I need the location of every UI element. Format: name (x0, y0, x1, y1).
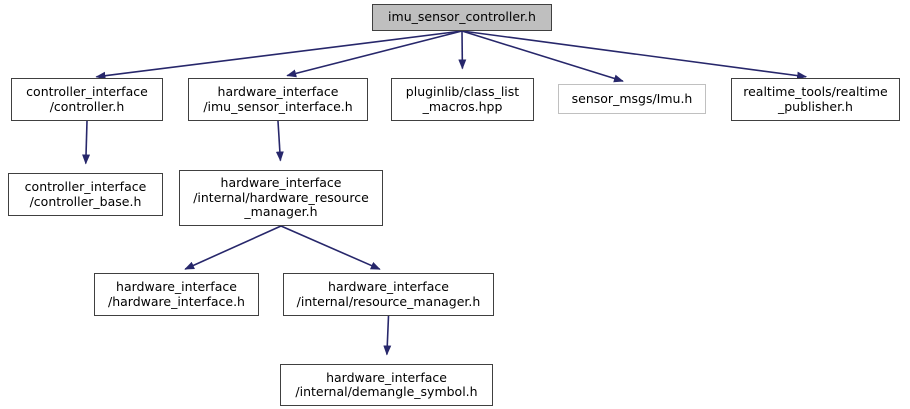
graph-node-label: hardware_interface /hardware_interface.h (108, 279, 245, 309)
graph-node-hardware_interface_h[interactable]: hardware_interface /hardware_interface.h (94, 273, 259, 316)
graph-edge-root-to-realtime_publisher (461, 30, 808, 80)
graph-node-label: sensor_msgs/Imu.h (571, 90, 693, 106)
graph-node-label: pluginlib/class_list _macros.hpp (405, 84, 520, 114)
graph-edge-imu_sensor_interface-to-hardware_resource_manager (275, 120, 284, 162)
graph-node-controller[interactable]: controller_interface /controller.h (11, 78, 163, 121)
graph-edge-controller-to-controller_base (82, 120, 91, 165)
graph-node-label: hardware_interface /internal/hardware_re… (193, 175, 369, 220)
graph-edge-root-to-sensor_msgs_imu (461, 30, 624, 83)
graph-node-label: hardware_interface /internal/demangle_sy… (295, 369, 478, 399)
graph-node-controller_base[interactable]: controller_interface /controller_base.h (8, 173, 163, 216)
graph-node-label: controller_interface /controller_base.h (24, 179, 147, 209)
graph-node-realtime_publisher[interactable]: realtime_tools/realtime _publisher.h (731, 78, 900, 121)
graph-node-class_list_macros[interactable]: pluginlib/class_list _macros.hpp (391, 78, 534, 121)
graph-node-label: imu_sensor_controller.h (388, 9, 536, 25)
graph-node-imu_sensor_interface[interactable]: hardware_interface /imu_sensor_interface… (188, 78, 368, 121)
graph-node-sensor_msgs_imu[interactable]: sensor_msgs/Imu.h (558, 84, 706, 114)
graph-node-demangle_symbol[interactable]: hardware_interface /internal/demangle_sy… (280, 364, 493, 406)
graph-node-hardware_resource_manager[interactable]: hardware_interface /internal/hardware_re… (179, 170, 383, 226)
graph-node-resource_manager[interactable]: hardware_interface /internal/resource_ma… (283, 273, 494, 316)
graph-edge-resource_manager-to-demangle_symbol (383, 315, 392, 356)
graph-edge-hardware_resource_manager-to-resource_manager (280, 225, 381, 270)
graph-edge-root-to-controller (95, 30, 463, 80)
graph-node-label: hardware_interface /internal/resource_ma… (296, 279, 481, 309)
graph-node-label: hardware_interface /imu_sensor_interface… (203, 84, 353, 114)
graph-node-label: controller_interface /controller.h (26, 84, 148, 114)
graph-node-label: realtime_tools/realtime _publisher.h (743, 84, 888, 114)
graph-edge-root-to-imu_sensor_interface (286, 30, 463, 78)
graph-edge-hardware_resource_manager-to-hardware_interface_h (184, 225, 282, 270)
graph-node-root[interactable]: imu_sensor_controller.h (372, 4, 552, 31)
